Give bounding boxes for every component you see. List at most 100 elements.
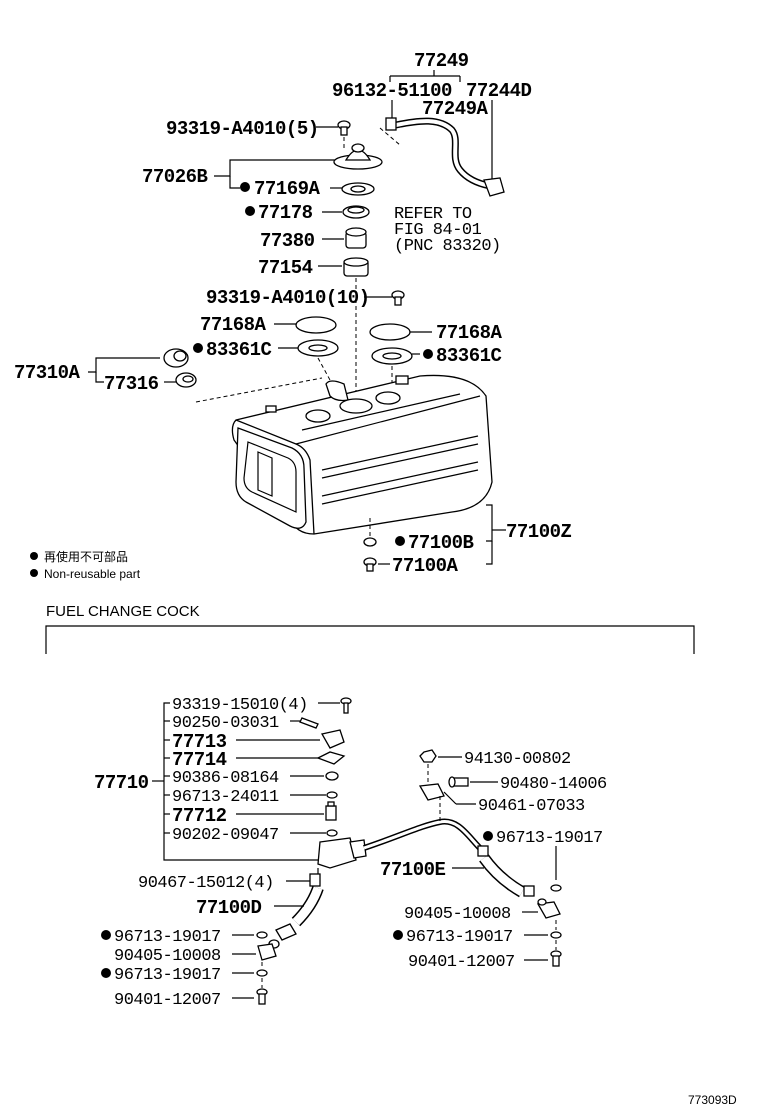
section-title: FUEL CHANGE COCK (46, 603, 200, 620)
non-reusable-mark (101, 930, 111, 940)
legend-dot (30, 569, 38, 577)
label-77316: 77316 (104, 373, 159, 395)
legend-dot (30, 552, 38, 560)
label-90202: 90202-09047 (172, 826, 279, 845)
label-77100Z: 77100Z (506, 521, 572, 543)
gasket-83361C-right (371, 347, 413, 365)
lever-77713 (320, 729, 345, 749)
gasket-96713-d (550, 931, 562, 939)
non-reusable-mark (193, 343, 203, 353)
legend-jp: 再使用不可部品 (44, 549, 128, 564)
part-77380 (345, 227, 367, 249)
label-90467: 90467-15012(4) (138, 874, 274, 893)
clip-90467 (309, 873, 321, 887)
section-bracket (45, 625, 695, 654)
plug-77100A (363, 557, 377, 572)
label-96713-19017-c: 96713-19017 (496, 829, 603, 848)
label-90405-10008-b: 90405-10008 (404, 905, 511, 924)
cock-body-77710 (317, 837, 367, 869)
gasket-77100B (363, 537, 377, 547)
bolt-93319-a (337, 120, 351, 136)
non-reusable-mark (423, 349, 433, 359)
non-reusable-mark (245, 206, 255, 216)
hose-77249A (395, 117, 491, 190)
label-90480: 90480-14006 (500, 775, 607, 794)
legend-en: Non-reusable part (44, 567, 141, 581)
label-96713-24011: 96713-24011 (172, 788, 279, 807)
label-77710: 77710 (94, 772, 149, 794)
label-90401-12007-b: 90401-12007 (408, 953, 515, 972)
clip-96132 (385, 117, 397, 131)
clamp (477, 845, 489, 857)
bracket-90461 (418, 783, 445, 801)
label-90401-12007-a: 90401-12007 (114, 991, 221, 1010)
label-77712: 77712 (172, 805, 227, 827)
sender-cap-77026B (333, 143, 383, 170)
label-77100B: 77100B (408, 532, 474, 554)
label-77244D: 77244D (466, 80, 532, 102)
label-83361C-left: 83361C (206, 339, 272, 361)
pin-90250 (299, 717, 319, 729)
union-90405-a (257, 943, 277, 961)
label-96132-51100: 96132-51100 (332, 80, 452, 102)
label-93319-A4010-10: 93319-A4010(10) (206, 287, 370, 309)
label-96713-19017-b: 96713-19017 (114, 966, 221, 985)
refer-line-3: (PNC 83320) (394, 237, 501, 256)
non-reusable-mark (101, 968, 111, 978)
union-bolt-right (536, 898, 561, 919)
fuel-tank-77100Z (231, 374, 493, 535)
bolt-93319-b (391, 290, 405, 306)
label-77168A-left: 77168A (200, 314, 267, 336)
label-77714: 77714 (172, 749, 227, 771)
figure-code: 773093D (688, 1093, 737, 1107)
gasket-83361C-left (297, 339, 339, 357)
part-77154 (343, 257, 369, 277)
label-90386: 90386-08164 (172, 769, 279, 788)
label-77380: 77380 (260, 230, 315, 252)
plate-77168A-right (369, 323, 411, 341)
label-77154: 77154 (258, 257, 313, 279)
gasket-96713-a (256, 931, 268, 939)
bolt-90401-a (256, 988, 268, 1005)
refer-line-1: REFER TO (394, 205, 472, 224)
label-96713-19017-a: 96713-19017 (114, 928, 221, 947)
bolt-90401-b (550, 950, 562, 967)
gasket-96713-c (550, 884, 562, 892)
cap-77310A (163, 348, 189, 368)
label-90250: 90250-03031 (172, 714, 279, 733)
non-reusable-mark (393, 930, 403, 940)
label-77249: 77249 (414, 50, 469, 72)
label-90405-10008-a: 90405-10008 (114, 947, 221, 966)
screw-93319-15010 (340, 697, 352, 714)
label-93319-15010: 93319-15010(4) (172, 696, 308, 715)
label-94130: 94130-00802 (464, 750, 571, 769)
plate-77168A-left (295, 316, 337, 334)
label-96713-19017-d: 96713-19017 (406, 928, 513, 947)
label-77713: 77713 (172, 731, 227, 753)
clamp (523, 885, 535, 897)
label-77026B: 77026B (142, 166, 208, 188)
gasket-77316 (175, 372, 197, 388)
refer-line-2: FIG 84-01 (394, 221, 482, 240)
label-77168A-right: 77168A (436, 322, 503, 344)
label-77310A: 77310A (14, 362, 81, 384)
bolt-90480 (448, 776, 469, 788)
seal-77178 (342, 205, 370, 219)
union-bolt-left (268, 923, 297, 949)
label-77249A: 77249A (422, 98, 489, 120)
label-77178: 77178 (258, 202, 313, 224)
nut-94130 (419, 749, 437, 763)
valve-77712 (325, 801, 337, 821)
label-77169A: 77169A (254, 178, 321, 200)
label-90461: 90461-07033 (478, 797, 585, 816)
bracket-77244D (483, 177, 505, 197)
non-reusable-mark (483, 831, 493, 841)
label-77100D: 77100D (196, 897, 262, 919)
non-reusable-mark (240, 182, 250, 192)
non-reusable-mark (395, 536, 405, 546)
washer-90386 (325, 771, 339, 781)
oring-96713-24011 (326, 791, 338, 799)
washer-90202 (326, 829, 338, 837)
label-77100E: 77100E (380, 859, 446, 881)
